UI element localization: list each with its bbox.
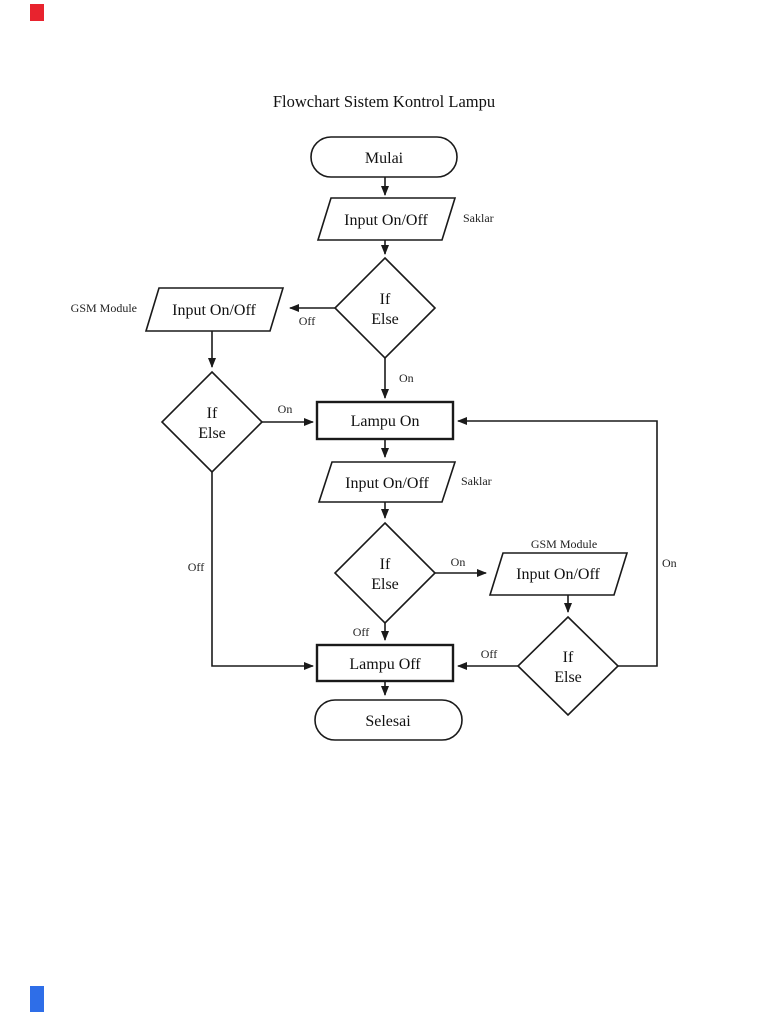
- lamp-off-node: Lampu Off: [315, 643, 455, 683]
- decision-1-node: If Else: [333, 256, 437, 360]
- decision-2-node: If Else: [160, 370, 264, 474]
- decision-2-label-line2: Else: [198, 425, 226, 442]
- lamp-on-node: Lampu On: [315, 400, 455, 441]
- input-gsm-1-shape: [144, 287, 285, 332]
- lamp-off-shape: [315, 643, 455, 683]
- input-gsm-1-node: Input On/Off GSM Module: [71, 287, 285, 332]
- input-gsm-1-label: Input On/Off: [172, 302, 256, 319]
- edge-label-decision1-off: Off: [299, 314, 315, 328]
- edge-decision2-off-to-lampoff: [211, 472, 314, 670]
- edge-label-decision2-on: On: [278, 402, 293, 416]
- input-switch-2-label: Input On/Off: [345, 475, 429, 492]
- start-node: Mulai: [310, 136, 458, 178]
- input-switch-1-node: Input On/Off Saklar: [316, 197, 494, 241]
- start-terminator-shape: [310, 136, 458, 178]
- decision-3-label-line2: Else: [371, 576, 399, 593]
- diagram-title: Flowchart Sistem Kontrol Lampu: [273, 92, 495, 111]
- input-switch-2-annotation: Saklar: [461, 474, 492, 488]
- decision-2-shape: [160, 370, 264, 474]
- input-switch-2-shape: [317, 461, 457, 503]
- decision-4-node: If Else: [516, 615, 620, 717]
- decision-3-node: If Else: [333, 521, 437, 625]
- decision-1-shape: [333, 256, 437, 360]
- edge-label-decision2-off: Off: [188, 560, 204, 574]
- end-label: Selesai: [365, 713, 411, 730]
- input-gsm-2-annotation: GSM Module: [531, 537, 597, 551]
- decision-2-label-line1: If: [207, 405, 218, 422]
- decision-4-shape: [516, 615, 620, 717]
- input-switch-1-label: Input On/Off: [344, 212, 428, 229]
- input-gsm-2-shape: [488, 552, 629, 596]
- decision-3-shape: [333, 521, 437, 625]
- decision-1-label-line1: If: [380, 291, 391, 308]
- red-page-mark: [30, 4, 44, 21]
- input-switch-1-annotation: Saklar: [463, 211, 494, 225]
- input-switch-2-node: Input On/Off Saklar: [317, 461, 492, 503]
- blue-page-mark: [30, 986, 44, 1012]
- start-label: Mulai: [365, 150, 404, 167]
- edge-decision4-on-to-lampon: [457, 417, 658, 667]
- decision-4-label-line1: If: [563, 649, 574, 666]
- edge-label-decision4-on: On: [662, 556, 677, 570]
- input-gsm-2-label: Input On/Off: [516, 566, 600, 583]
- lamp-on-shape: [315, 400, 455, 441]
- decision-1-label-line2: Else: [371, 311, 399, 328]
- decision-4-label-line2: Else: [554, 669, 582, 686]
- lamp-off-label: Lampu Off: [349, 656, 421, 673]
- edge-label-decision4-off: Off: [481, 647, 497, 661]
- edge-label-decision1-on: On: [399, 371, 414, 385]
- end-node: Selesai: [314, 699, 463, 741]
- decision-3-label-line1: If: [380, 556, 391, 573]
- input-gsm-2-node: GSM Module Input On/Off: [488, 537, 629, 596]
- edge-label-decision3-on: On: [451, 555, 466, 569]
- input-gsm-1-annotation: GSM Module: [71, 301, 137, 315]
- lamp-on-label: Lampu On: [351, 413, 420, 430]
- end-terminator-shape: [314, 699, 463, 741]
- input-switch-1-shape: [316, 197, 457, 241]
- edge-label-decision3-off: Off: [353, 625, 369, 639]
